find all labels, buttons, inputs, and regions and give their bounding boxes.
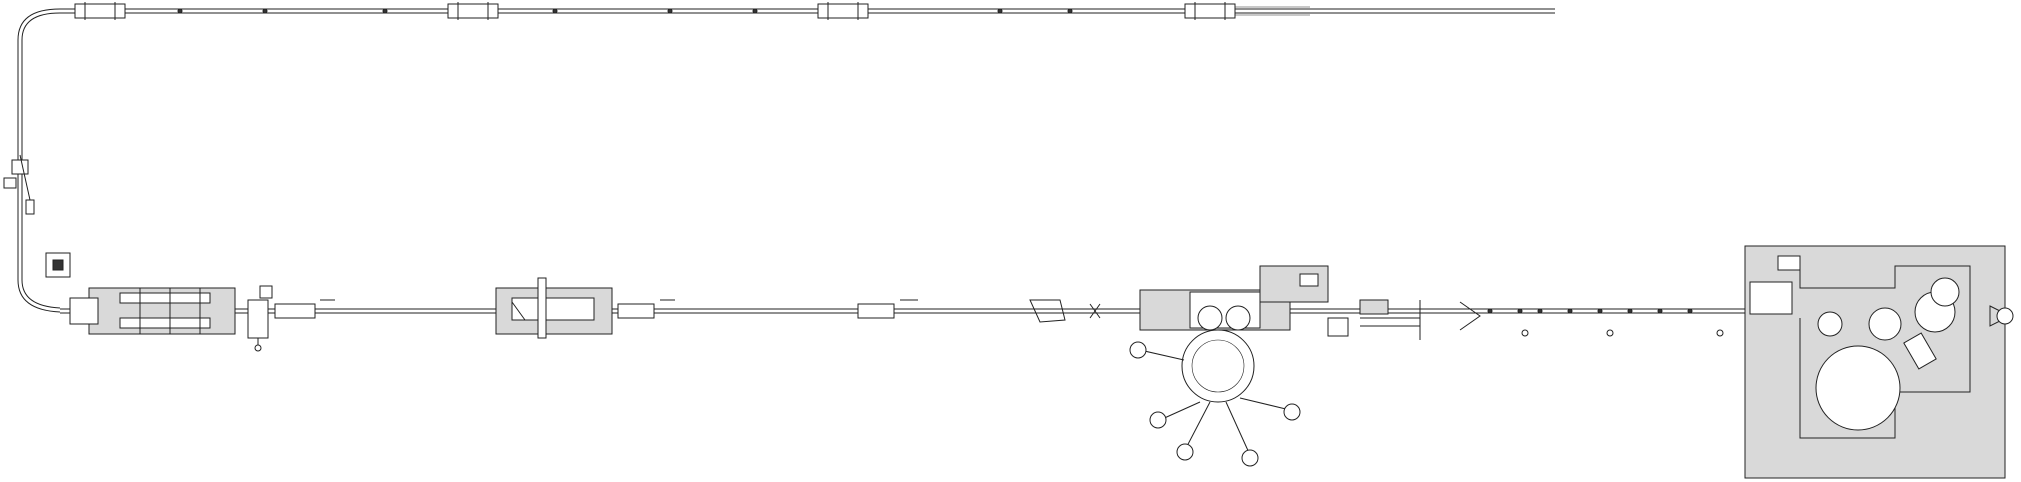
- linac-section: [69, 285, 335, 352]
- vertical-components: [3, 154, 71, 278]
- upper-quadrupoles: [177, 8, 1073, 14]
- right-transfer: [1327, 299, 1481, 340]
- upper-transfer-line: [60, 6, 1555, 16]
- experimental-hall: [1744, 245, 2014, 479]
- main-beamline: [60, 308, 1760, 314]
- small-elements: [1029, 299, 1101, 323]
- middle-module: [495, 277, 675, 339]
- diagnostic-station: [857, 299, 918, 319]
- central-hub: [1129, 265, 1329, 467]
- right-quadrupoles: [1487, 308, 1724, 337]
- upper-magnet-groups: [74, 2, 1236, 20]
